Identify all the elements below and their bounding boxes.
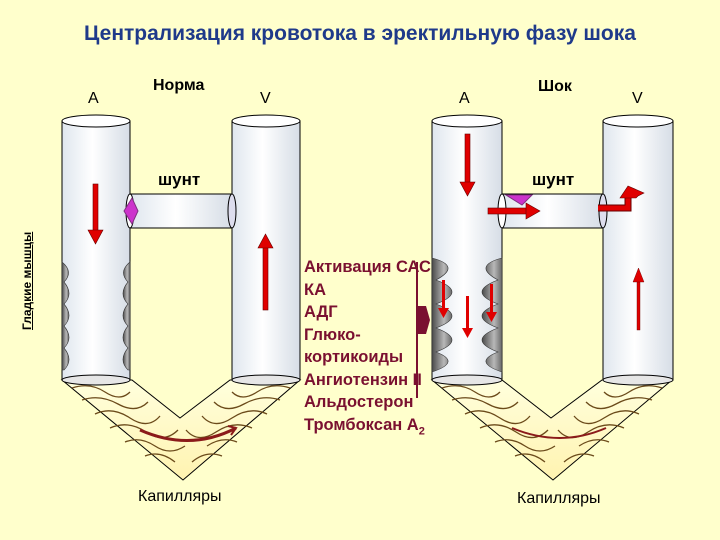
normal-capillary-flow <box>139 426 237 442</box>
shock-capillaries-label: Капилляры <box>517 490 601 507</box>
shock-heading: Шок <box>538 78 572 95</box>
regulatory-factors-list: Активация САС КА АДГ Глюко- кортикоиды А… <box>304 256 431 442</box>
shock-artery-arrow <box>459 133 476 197</box>
normal-artery-label: А <box>88 90 99 107</box>
normal-artery-arrow <box>87 183 104 245</box>
normal-vein-arrow <box>257 233 274 311</box>
normal-shunt-label: шунт <box>158 170 201 189</box>
shock-shunt-label: шунт <box>532 170 575 189</box>
shock-artery-label: А <box>459 90 470 107</box>
shock-capillary-bed <box>430 379 674 481</box>
shock-constricted-flow-arrows <box>438 280 497 338</box>
normal-shunt-valve <box>123 196 139 226</box>
factor-1: Активация САС <box>304 258 431 276</box>
normal-capillary-bed <box>60 379 302 481</box>
factor-4: Глюко- <box>304 325 361 344</box>
normal-capillaries-label: Капилляры <box>138 488 222 505</box>
shock-diagram <box>430 114 674 481</box>
normal-smooth-muscle-left <box>61 261 70 371</box>
normal-diagram <box>60 114 302 481</box>
shock-vein-tube <box>602 114 674 386</box>
normal-vein-label: V <box>260 90 271 107</box>
normal-shunt <box>123 193 237 229</box>
factor-8: Тромбоксан А <box>304 415 419 434</box>
normal-heading: Норма <box>153 77 205 94</box>
factor-7: Альдостерон <box>304 393 414 411</box>
factor-8-row: Тромбоксан А2 <box>304 414 431 443</box>
shock-shunt-arrow <box>487 202 541 220</box>
shock-vein-outflow-arrow <box>598 185 645 212</box>
shock-capillary-lines <box>441 385 663 463</box>
factor-8-subscript: 2 <box>418 424 425 437</box>
factor-5: кортикоиды <box>304 348 404 366</box>
factors-influence-arrow <box>416 262 430 398</box>
factor-2: КА <box>304 280 326 299</box>
shock-vein-label: V <box>632 90 643 107</box>
normal-capillary-lines <box>71 385 291 463</box>
shock-vein-arrow <box>632 267 645 331</box>
shock-shunt-valve <box>504 194 534 206</box>
shock-capillary-flow <box>511 427 607 439</box>
normal-artery-tube <box>61 114 131 386</box>
slide-title: Централизация кровотока в эректильную фа… <box>84 22 636 45</box>
factor-3: АДГ <box>304 303 338 321</box>
factor-6: Ангиотензин II <box>304 370 422 389</box>
normal-smooth-muscle-right <box>122 261 131 371</box>
